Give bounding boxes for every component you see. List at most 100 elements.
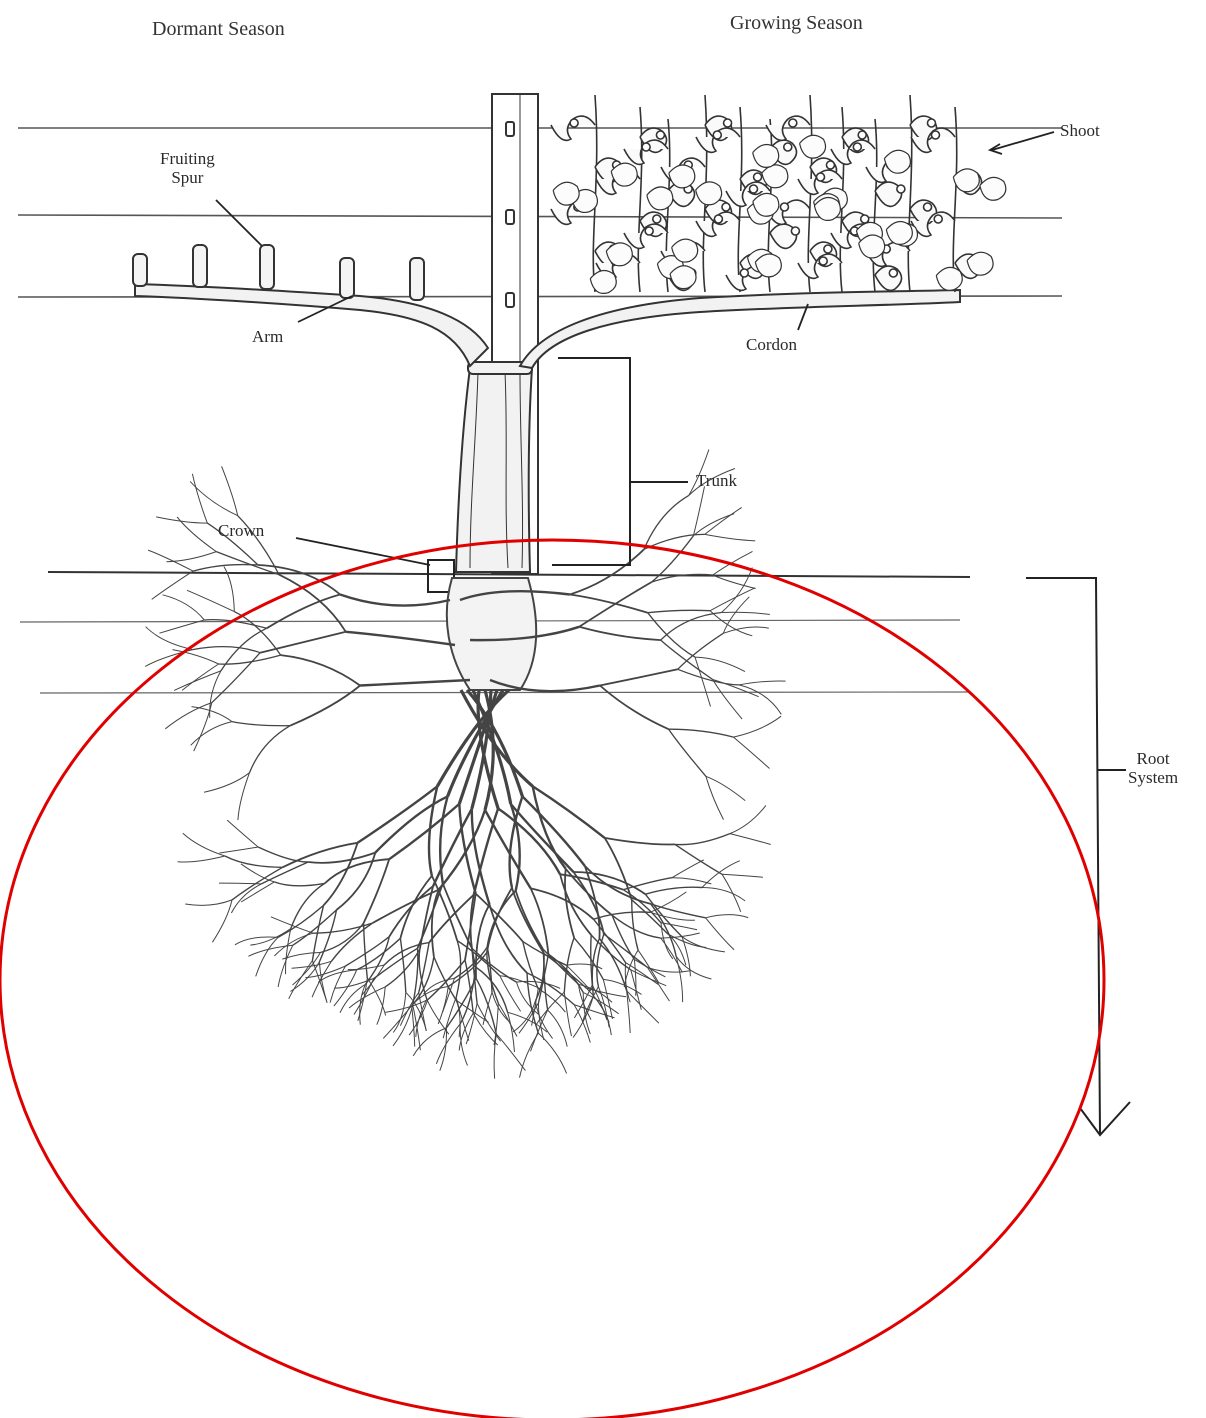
root-branch <box>148 550 193 571</box>
leaf-tip <box>816 173 824 181</box>
leaf-tip <box>784 143 792 151</box>
root-branch <box>227 820 258 847</box>
root-branch <box>648 968 691 973</box>
root-branch <box>281 655 360 685</box>
leaf-tip <box>934 215 942 223</box>
root-branch <box>570 549 644 594</box>
root-branch <box>682 937 725 952</box>
root-branch <box>669 729 706 776</box>
leaf-cluster <box>980 177 1006 200</box>
root-branch <box>522 796 584 866</box>
leaf <box>831 140 875 164</box>
crown-label: Crown <box>218 522 264 541</box>
spur-leader <box>216 200 262 246</box>
root-branch <box>346 937 390 966</box>
leaf-cluster <box>884 150 910 173</box>
root-branch <box>710 611 752 636</box>
root-branch <box>308 853 375 863</box>
root-branch <box>190 481 238 515</box>
root-branch <box>570 595 648 613</box>
root-branch <box>734 716 782 737</box>
root-branch <box>710 588 755 611</box>
leaf-tip <box>645 227 653 235</box>
leaf-tip <box>819 257 827 265</box>
root-branch <box>695 657 745 672</box>
root-branch <box>485 810 531 888</box>
root-branch <box>241 882 274 902</box>
root-branch <box>346 632 455 645</box>
root-branch <box>191 722 232 746</box>
root-branch <box>163 595 205 620</box>
leaf-tip <box>889 269 897 277</box>
growing-season-heading: Growing Season <box>730 12 863 34</box>
root-branch <box>212 653 260 703</box>
leaf-tip <box>897 185 905 193</box>
root-branch <box>627 991 659 1024</box>
fruiting-spur-label-line1: Fruiting <box>160 150 215 169</box>
root-branch <box>739 681 786 685</box>
root-branch <box>290 686 360 726</box>
root-branch <box>632 900 668 934</box>
root-branch <box>364 923 368 978</box>
root-branch <box>438 987 448 1024</box>
leaf-tip <box>780 203 788 211</box>
leaf-tip <box>656 131 664 139</box>
root-system-arrow <box>1026 578 1130 1135</box>
root-branch <box>661 613 722 641</box>
root-branch <box>632 900 638 950</box>
root-branch <box>400 876 432 939</box>
root-branch <box>496 1034 525 1071</box>
root-branch <box>274 882 324 886</box>
leaf-tip <box>858 131 866 139</box>
root-branch <box>440 796 447 883</box>
leaf-cluster <box>553 182 579 205</box>
leaf-cluster <box>936 267 962 290</box>
root-branch <box>723 627 769 633</box>
fruiting-spur-label-line2: Spur <box>160 169 215 188</box>
leaf-tip <box>722 203 730 211</box>
root-branch <box>511 804 520 891</box>
root-branch <box>377 987 385 1025</box>
root-branch <box>706 776 745 800</box>
leaf-tip <box>853 143 861 151</box>
root-branch <box>185 900 232 905</box>
root-branch <box>702 888 745 901</box>
leaf-tip <box>861 215 869 223</box>
root-branch <box>706 915 749 918</box>
root-branch <box>705 507 742 534</box>
leaf-tip <box>824 245 832 253</box>
root-branch <box>695 657 711 706</box>
root-branch <box>516 891 543 949</box>
root-crown <box>447 578 536 690</box>
root-branch <box>705 534 755 541</box>
leaf-tip <box>791 227 799 235</box>
root-branch <box>152 571 193 599</box>
root-branch <box>676 956 711 979</box>
root-branch <box>648 968 670 1002</box>
trunk-label: Trunk <box>696 472 737 491</box>
root-system-label: Root System <box>1128 750 1178 787</box>
root-branch <box>235 937 278 945</box>
root-branch <box>225 856 283 867</box>
root-branch <box>429 786 437 876</box>
root-branch <box>706 776 724 819</box>
crown-leader <box>296 538 430 565</box>
root-branch <box>722 874 763 877</box>
root-branch <box>648 610 710 612</box>
root-branch <box>533 786 605 838</box>
root-branch <box>605 838 675 845</box>
leaf-tip <box>749 185 757 193</box>
root-branch <box>192 474 207 523</box>
root-branch <box>358 786 438 843</box>
dormant-season-heading: Dormant Season <box>152 18 285 40</box>
root-branch <box>600 669 678 685</box>
leaf-cluster <box>647 187 673 210</box>
leaf-tip <box>642 143 650 151</box>
leader-lines <box>216 132 1054 565</box>
leaf-cluster <box>886 221 912 244</box>
shoot-label: Shoot <box>1060 122 1100 141</box>
root-branch <box>669 729 734 737</box>
root-branch <box>393 992 406 1032</box>
